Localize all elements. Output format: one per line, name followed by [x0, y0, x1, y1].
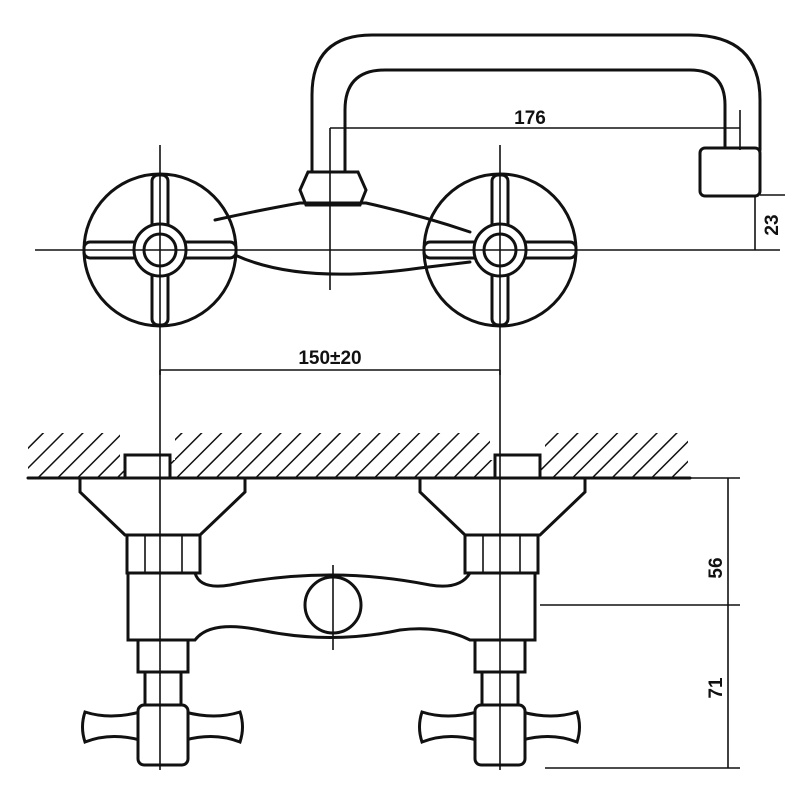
top-view: 176 23 150±20: [35, 33, 785, 375]
left-valve: [81, 638, 244, 767]
left-flange: [78, 476, 247, 537]
spout-nut: [298, 170, 368, 207]
dimension-center-distance: 150±20: [298, 348, 361, 369]
right-flange: [418, 476, 587, 537]
dimension-spout-height: 23: [762, 214, 783, 235]
front-view: 56 71: [26, 370, 740, 770]
spout-nozzle: [698, 146, 762, 198]
dimension-axis-to-handle: 71: [706, 677, 727, 699]
spout: [310, 33, 762, 177]
dimension-spout-reach: 176: [514, 108, 546, 129]
dimension-wall-to-axis: 56: [706, 557, 727, 578]
mixer-body: [213, 201, 472, 276]
